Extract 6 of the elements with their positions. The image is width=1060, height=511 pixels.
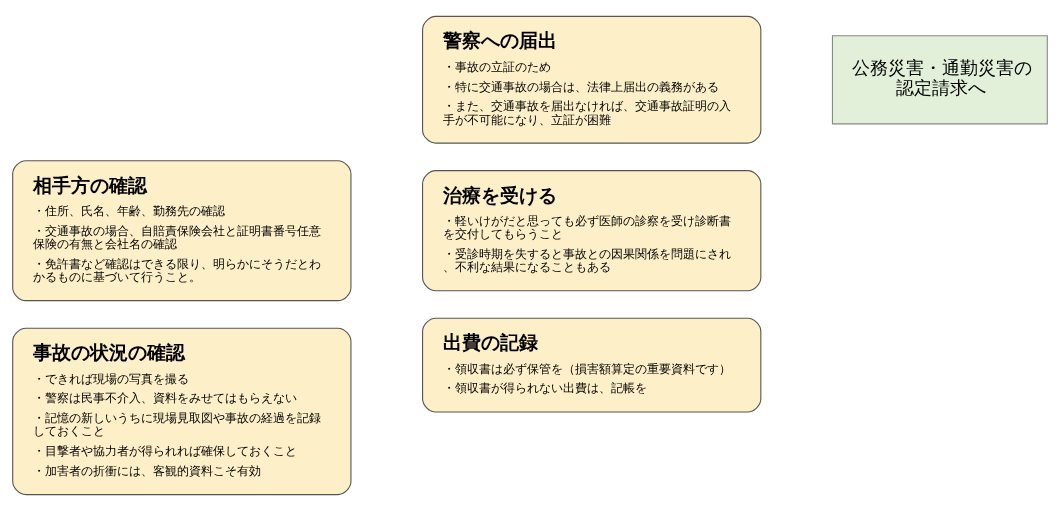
node-box: 相手方の確認 ・住所、氏名、年齢、勤務先の確認 ・交通事故の場合、自賠責保険会社と証明書番号任意保険の有無と会社名の確認 ・免許書など確認はできる限り、明らかにそうだとわかるものに基づいて行うこと。 — [12, 160, 352, 302]
node-box: 警察への届出 ・事故の立証のため ・特に交通事故の場合は、法律上届出の義務がある ・また、交通事故を届出なければ、交通事故証明の入手が不可能になり、立証が困難 — [422, 15, 762, 144]
node-box: 出費の記録 ・領収書は必ず保管を（損害額算定の重要資料です） ・領収書が得られない出費は、記帳を — [422, 317, 762, 413]
node-box: 事故の状況の確認 ・できれば現場の写真を撮る ・警察は民事不介入、資料をみせてはもらえない ・記憶の新しいうちに現場見取図や事故の経過を記録しておくこと ・目撃者や協力者が得られれば確保しておくこと ・加害者の折衝には、客観的資料こそ有効 — [12, 327, 352, 496]
node-box: 公務災害・通勤災害の認定請求へ — [831, 35, 1048, 125]
node-box: 治療を受ける ・軽いけがだと思っても必ず医師の診察を受け診断書を交付してもらうこと ・受診時期を失すると事故との因果関係を問題にされ、不利な結果になることもある — [422, 170, 762, 292]
